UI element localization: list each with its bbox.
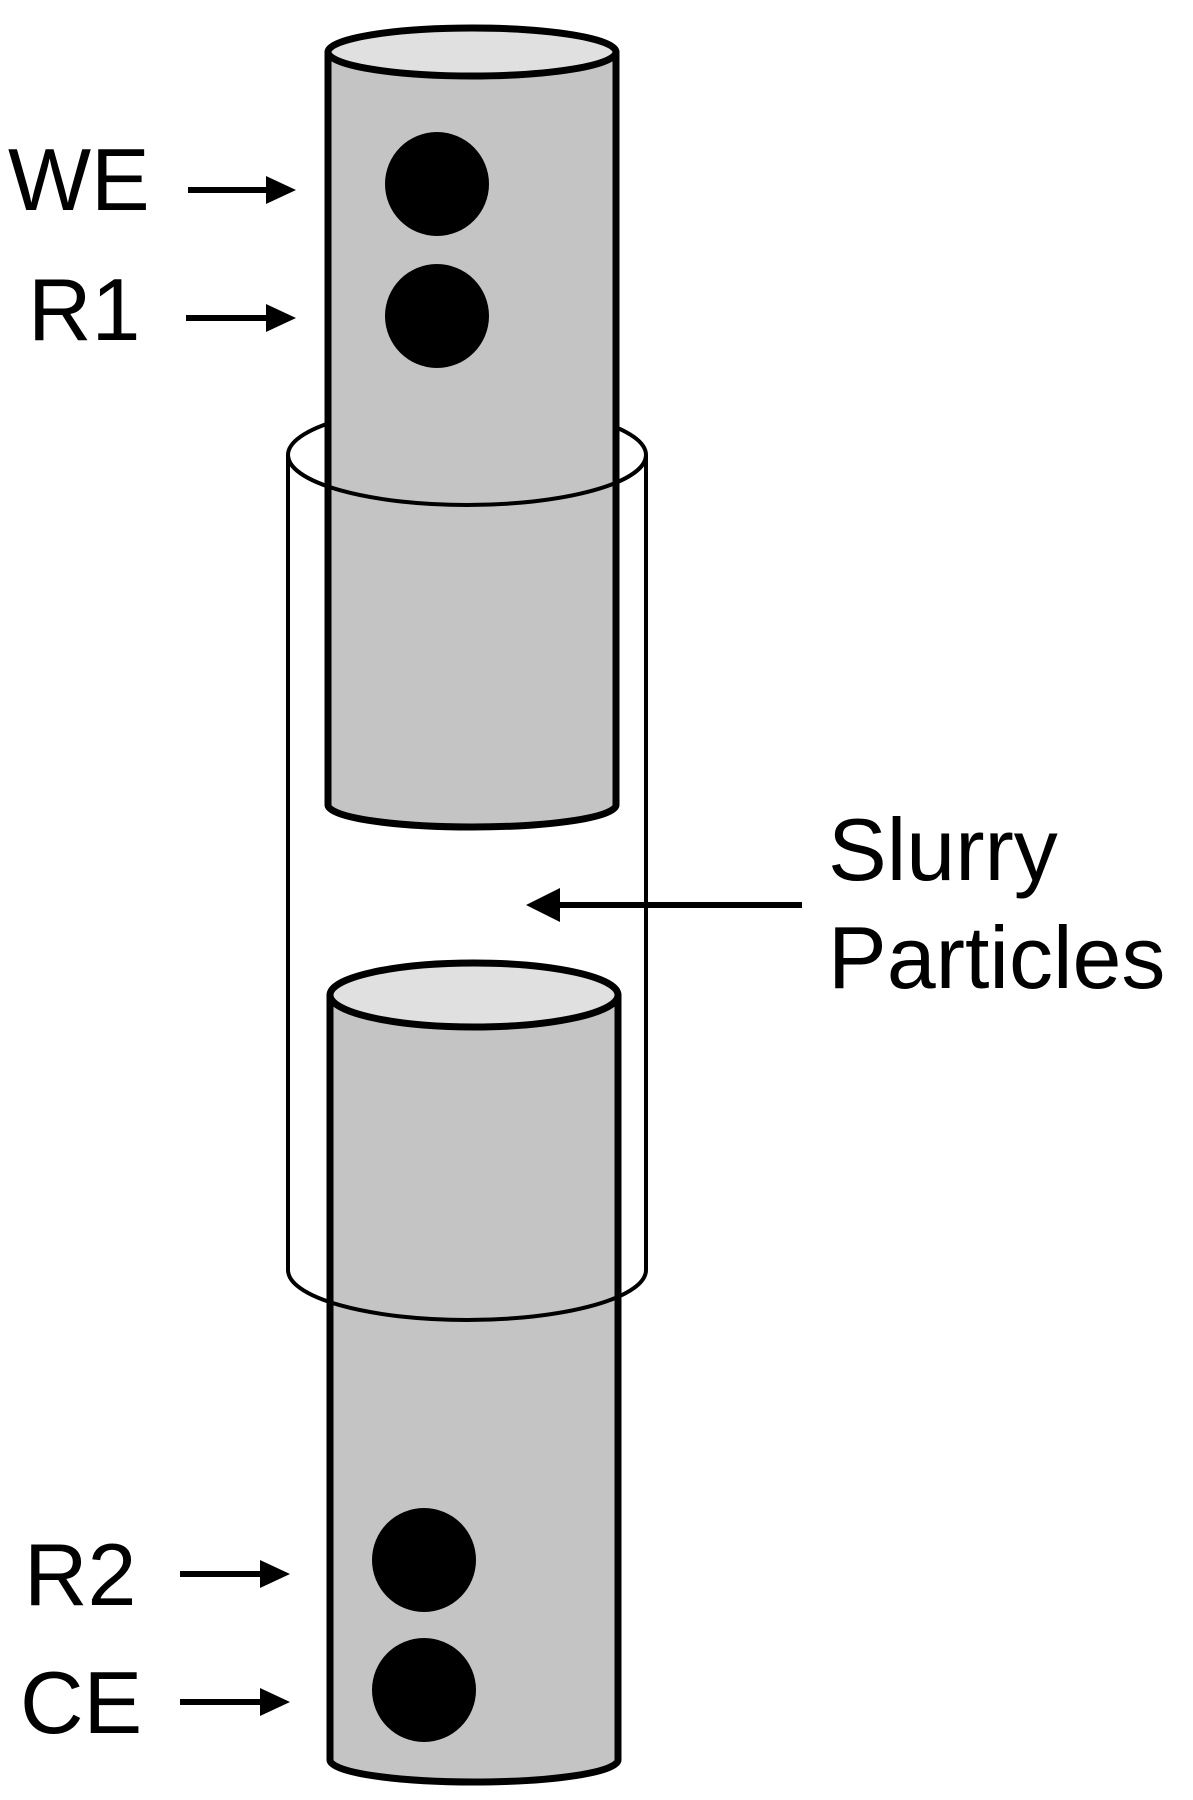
slurry-label-line1: Slurry [828,800,1058,899]
ce-label: CE [20,1653,142,1752]
we-electrode [385,132,489,236]
r2-electrode [372,1508,476,1612]
slurry-arrow [526,888,802,922]
we-label: WE [8,130,150,229]
r2-arrow [180,1560,290,1588]
upper-cylinder [324,24,620,831]
ce-electrode [372,1638,476,1742]
lower-cylinder [326,959,622,1786]
we-arrow [188,176,296,204]
ce-arrow [180,1688,290,1716]
r1-label: R1 [28,260,141,359]
sleeve-front [286,454,648,1322]
r1-electrode [385,264,489,368]
r1-arrow [186,304,296,332]
slurry-label-line2: Particles [828,908,1165,1007]
r2-label: R2 [24,1525,137,1624]
